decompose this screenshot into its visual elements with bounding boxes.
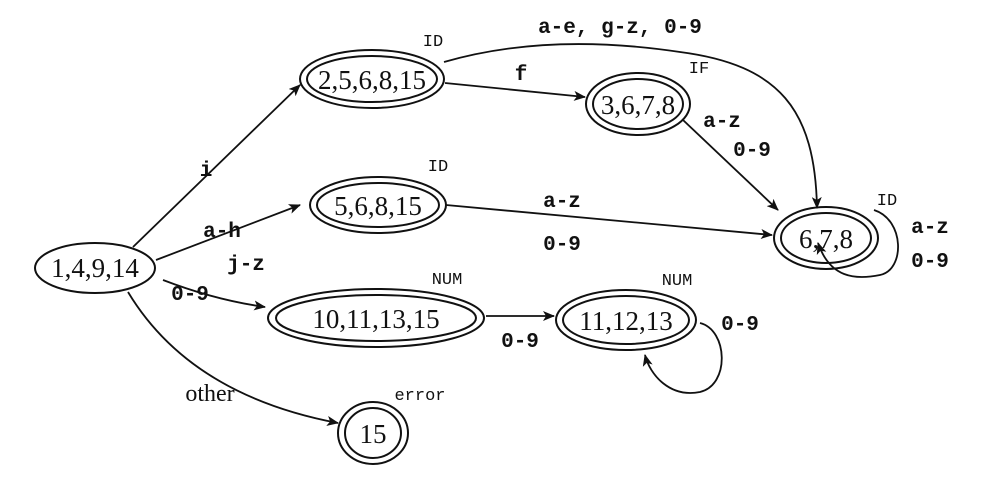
edge-label-a-z: a-z xyxy=(543,191,581,214)
edge-label-a-h: a-h xyxy=(203,221,241,244)
edge-start-to-s2: i xyxy=(132,84,301,248)
state-label: 6,7,8 xyxy=(799,224,853,254)
state-label: 10,11,13,15 xyxy=(312,304,439,334)
token-label: ID xyxy=(423,33,443,52)
edge-label-0-9: 0-9 xyxy=(501,331,539,354)
edge-label-a-z: a-z xyxy=(703,111,741,134)
edge-label-0-9: 0-9 xyxy=(911,251,949,274)
state-label: 1,4,9,14 xyxy=(51,253,139,283)
state-s10: 10,11,13,15 NUM xyxy=(267,271,485,348)
state-label: 11,12,13 xyxy=(579,306,673,336)
token-label: NUM xyxy=(432,271,463,290)
edge-label-0-9: 0-9 xyxy=(721,314,759,337)
edge-label-0-9: 0-9 xyxy=(733,140,771,163)
edge-label-f: f xyxy=(515,64,528,87)
edge-s11-self-loop: 0-9 xyxy=(642,314,759,394)
edge-label-i: i xyxy=(200,160,213,183)
state-s2: 2,5,6,8,15 ID xyxy=(299,33,445,109)
edge-start-to-s15: other xyxy=(127,291,339,426)
edge-s5-to-s6: a-z 0-9 xyxy=(445,191,773,257)
edge-s2-to-s6: a-e, g-z, 0-9 xyxy=(443,17,822,209)
edge-label-a-z: a-z xyxy=(911,217,949,240)
state-label: 15 xyxy=(360,419,387,449)
state-s15: 15 error xyxy=(337,387,446,465)
edge-s10-to-s11: 0-9 xyxy=(486,311,555,354)
token-label: NUM xyxy=(662,272,693,291)
token-label: ID xyxy=(877,192,897,211)
edge-label-other: other xyxy=(185,381,234,407)
edge-label-0-9: 0-9 xyxy=(171,284,209,307)
state-label: 3,6,7,8 xyxy=(601,90,675,120)
edge-label-0-9: 0-9 xyxy=(543,234,581,257)
edge-label-a-e-g-z-0-9: a-e, g-z, 0-9 xyxy=(538,17,702,40)
state-s11: 11,12,13 NUM xyxy=(555,272,697,351)
edge-start-to-s5: a-h j-z xyxy=(155,204,301,277)
edge-s2-to-s3: f xyxy=(444,64,586,101)
state-s6: 6,7,8 ID xyxy=(773,192,897,270)
state-label: 2,5,6,8,15 xyxy=(318,65,426,95)
edge-s6-self-loop: a-z 0-9 xyxy=(816,209,949,278)
edge-start-to-s10: 0-9 xyxy=(162,279,266,311)
token-label: ID xyxy=(428,158,448,177)
state-label: 5,6,8,15 xyxy=(334,191,422,221)
state-start: 1,4,9,14 xyxy=(34,242,156,294)
state-s5: 5,6,8,15 ID xyxy=(309,158,448,234)
token-label: error xyxy=(394,387,445,406)
token-label: IF xyxy=(689,60,709,79)
edge-s3-to-s6: a-z 0-9 xyxy=(682,111,779,211)
state-s3: 3,6,7,8 IF xyxy=(585,60,709,136)
edge-label-j-z: j-z xyxy=(227,254,265,277)
